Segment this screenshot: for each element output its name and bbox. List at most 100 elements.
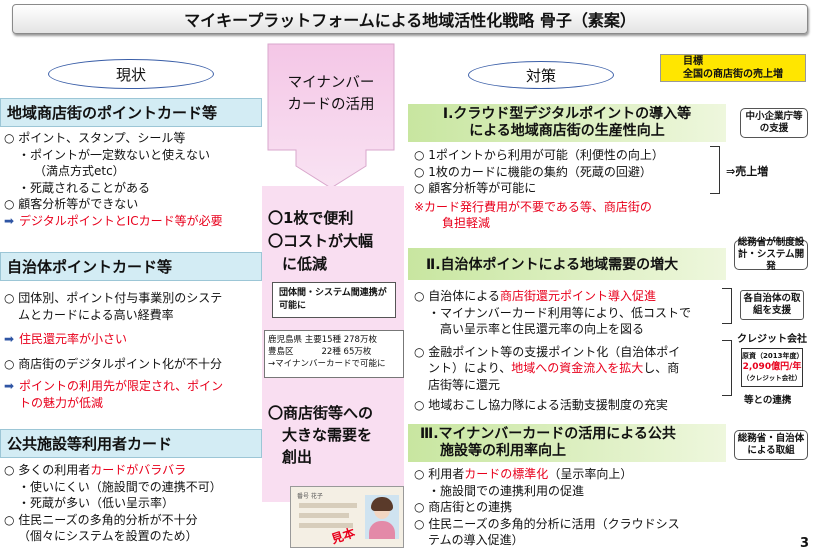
- left-line: ○ 団体別、ポイント付与事業別のシステ: [4, 290, 260, 307]
- measure-3-line: ・施設間での連携利用の促進: [414, 483, 724, 500]
- measure-1-title-1: Ⅰ.クラウド型デジタルポイントの導入等: [443, 106, 691, 123]
- credit-sub2: 2,090億円/年: [742, 362, 802, 373]
- stat-place: 鹿児島県 主要15種: [268, 335, 341, 345]
- left-line: ○ 商店街のデジタルポイント化が不十分: [4, 356, 260, 373]
- card-photo: [365, 495, 399, 539]
- measure-2-line: ント）により、: [428, 361, 511, 375]
- tag-mic-municipal: 総務省・自治体による取組: [734, 430, 808, 460]
- goal-box: 目標 全国の商店街の売上増: [660, 54, 806, 82]
- current-oval: 現状: [48, 59, 214, 89]
- measure-1-header: Ⅰ.クラウド型デジタルポイントの導入等 による地域商店街の生産性向上: [408, 104, 726, 142]
- left-line: ・ポイントが一定数ないと使えない: [4, 147, 260, 164]
- credit-sub1: 原資（2013年度）: [742, 351, 802, 362]
- middle-benefit-points: 〇1枚で便利 〇コストが大幅 に低減: [268, 207, 402, 276]
- measure-2-bracket: [722, 288, 732, 324]
- stat-value: 65万枚: [344, 347, 372, 357]
- measure-2-line-red: 商店街還元ポイント導入促進: [500, 289, 656, 303]
- measure-1-line: ○ 顧客分析等が可能に: [414, 180, 714, 197]
- section-header-municipal-cards: 自治体ポイントカード等: [0, 252, 262, 281]
- stat-count: 22種: [322, 347, 341, 357]
- left-line-red: デジタルポイントとICカード等が必要: [19, 214, 223, 228]
- measure-3-line: （呈示率向上）: [548, 467, 632, 481]
- tag-sme-agency-support: 中小企業庁等の支援: [740, 108, 808, 138]
- stat-value: 278万枚: [344, 335, 377, 345]
- benefit-cost-1: 〇コストが大幅: [268, 230, 402, 253]
- measure-3-line: テムの導入促進）: [414, 532, 724, 549]
- arrow-right-icon: ➡: [4, 213, 19, 230]
- measure-3-line: ○ 商店街との連携: [414, 499, 724, 516]
- left-line-red: カードがバラバラ: [90, 463, 186, 477]
- tag-municipal-support: 各自治体の取組を支援: [740, 290, 804, 320]
- goal-label: 目標: [683, 55, 805, 68]
- measure-2-line: ○ 自治体による: [414, 289, 500, 303]
- left-section-1: ○ ポイント、スタンプ、シール等 ・ポイントが一定数ないと使えない （満点方式e…: [4, 130, 260, 229]
- demand-line1: 〇商店街等への: [268, 402, 402, 424]
- interop-box: 団体間・システム間連携が 可能に: [272, 282, 396, 318]
- measure-2-bracket-2: [722, 340, 732, 396]
- left-line: ○ ポイント、スタンプ、シール等: [4, 130, 260, 147]
- left-line-red: ポイントの利用先が限定され、ポイン: [19, 379, 223, 393]
- measure-3-line: ○ 利用者: [414, 467, 464, 481]
- left-line: ○ 顧客分析等ができない: [4, 196, 260, 213]
- credit-sub3: （クレジット会社）: [742, 373, 802, 384]
- measure-1-line: ○ 1枚のカードに機能の集約（死蔵の回避）: [414, 164, 714, 181]
- left-section-2: ○ 団体別、ポイント付与事業別のシステ ムとカードによる高い経費率 ➡住民還元率…: [4, 290, 260, 411]
- section-header-shopping-cards: 地域商店街のポイントカード等: [0, 98, 262, 127]
- measure-2-line-red: 地域への資金流入を拡大: [511, 361, 643, 375]
- measure-2-line: し、商: [643, 361, 679, 375]
- interop-line1: 団体間・システム間連携が: [279, 287, 389, 300]
- middle-demand-points: 〇商店街等への 大きな需要を 創出: [268, 402, 402, 468]
- demand-line2: 大きな需要を: [268, 424, 402, 446]
- tag-mic-system-design: 総務省が制度設計・システム開発: [734, 240, 808, 270]
- measure-2-list: ○ 自治体による商店街還元ポイント導入促進 ・マイナンバーカード利用等により、低…: [414, 288, 724, 414]
- stat-arrow-text: →マイナンバーカードで可能に: [268, 358, 400, 370]
- left-line: ・死蔵が多い（低い呈示率）: [4, 495, 260, 512]
- benefit-one-card: 〇1枚で便利: [268, 207, 402, 230]
- slide-title: マイキープラットフォームによる地域活性化戦略 骨子（素案）: [12, 4, 808, 34]
- measure-2-line: 高い呈示率と住民還元率の向上を図る: [414, 321, 724, 338]
- goal-text: 全国の商店街の売上増: [683, 68, 805, 81]
- measure-1-list: ○ 1ポイントから利用が可能（利便性の向上） ○ 1枚のカードに機能の集約（死蔵…: [414, 147, 714, 232]
- benefit-cost-2: に低減: [268, 253, 402, 276]
- left-line-red: トの魅力が低減: [4, 395, 260, 412]
- credit-fund-box: 原資（2013年度） 2,090億円/年 （クレジット会社）: [741, 348, 803, 387]
- left-line: ・使いにくい（施設間での連携不可）: [4, 479, 260, 496]
- measure-2-line: ○ 金融ポイント等の支援ポイント化（自治体ポイ: [414, 344, 724, 361]
- credit-title: クレジット会社: [734, 330, 810, 345]
- measure-1-note: 負担軽減: [414, 215, 714, 232]
- stats-box: 鹿児島県 主要15種 278万枚 豊島区 22種 65万枚 →マイナンバーカードで…: [264, 330, 404, 378]
- my-number-line1: マイナンバー: [268, 72, 394, 94]
- measure-1-note: ※カード発行費用が不要である等、商店街の: [414, 199, 714, 216]
- page-number: 3: [800, 536, 809, 551]
- measure-2-line: ○ 地域おこし協力隊による活動支援制度の充実: [414, 397, 724, 414]
- credit-bottom: 等との連携: [744, 392, 791, 406]
- card-name: 番号 花子: [297, 491, 323, 500]
- left-line: ムとカードによる高い経費率: [4, 307, 260, 324]
- arrow-right-icon: ➡: [4, 331, 19, 348]
- measure-3-header: Ⅲ.マイナンバーカードの活用による公共 施設等の利用率向上: [408, 424, 726, 462]
- interop-line2: 可能に: [279, 300, 389, 313]
- demand-line3: 創出: [268, 446, 402, 468]
- measure-3-line-red: カードの標準化: [464, 467, 548, 481]
- left-line-red: 住民還元率が小さい: [19, 332, 127, 346]
- left-line: ○ 多くの利用者: [4, 463, 90, 477]
- my-number-title: マイナンバー カードの活用: [268, 72, 394, 116]
- countermeasures-oval: 対策: [468, 61, 614, 89]
- section-header-facility-cards: 公共施設等利用者カード: [0, 429, 262, 458]
- sales-increase-arrow: ⇒売上増: [726, 163, 768, 179]
- measure-2-header: Ⅱ.自治体ポイントによる地域需要の増大: [408, 248, 726, 280]
- left-line: （個々にシステムを設置のため）: [4, 528, 260, 545]
- my-number-card-image: 番号 花子 見本: [290, 486, 404, 548]
- measure-3-title-2: 施設等の利用率向上: [420, 443, 566, 460]
- measure-2-line: 店街等に還元: [414, 377, 724, 394]
- left-section-3: ○ 多くの利用者カードがバラバラ ・使いにくい（施設間での連携不可） ・死蔵が多…: [4, 462, 260, 545]
- measure-2-line: ・マイナンバーカード利用等により、低コストで: [414, 305, 724, 322]
- measure-1-title-2: による地域商店街の生産性向上: [469, 123, 665, 140]
- left-line: （満点方式etc）: [4, 163, 260, 180]
- measure-3-line: ○ 住民ニーズの多角的分析に活用（クラウドシス: [414, 516, 724, 533]
- stat-place: 豊島区: [268, 347, 294, 357]
- left-line: ・死蔵されることがある: [4, 180, 260, 197]
- arrow-right-icon: ➡: [4, 378, 19, 395]
- my-number-arrow-shape: [262, 42, 402, 192]
- left-line: ○ 住民ニーズの多角的分析が不十分: [4, 512, 260, 529]
